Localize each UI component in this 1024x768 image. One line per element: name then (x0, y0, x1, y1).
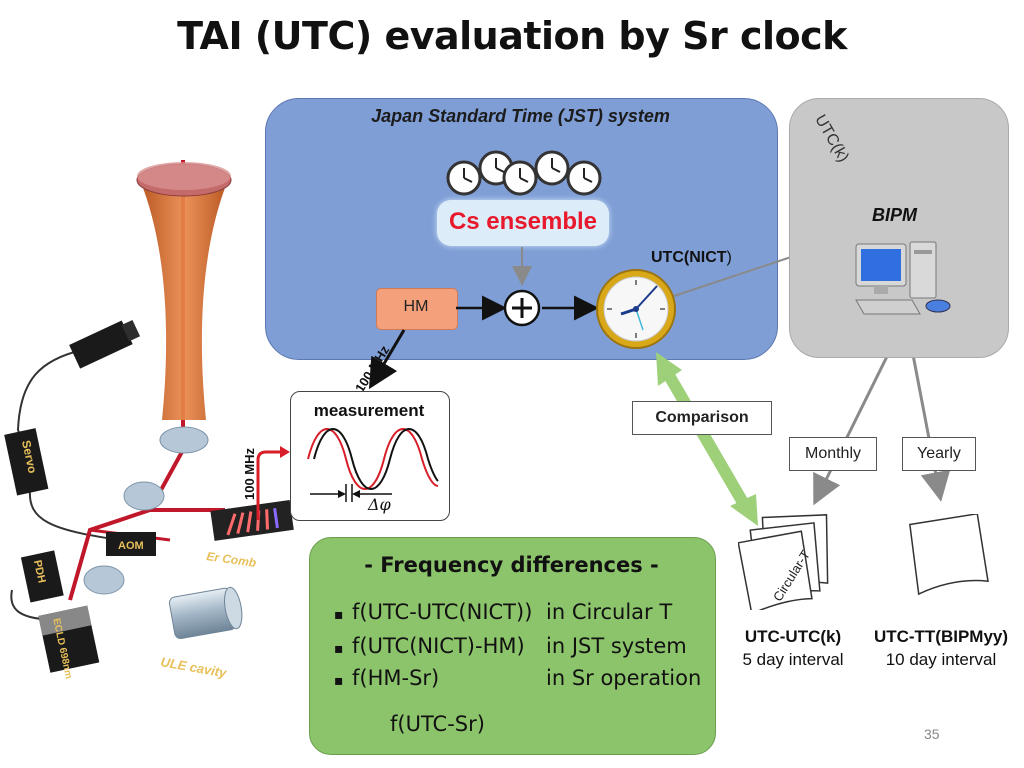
report-left-interval: 5 day interval (742, 650, 844, 669)
utc-nict-label-paren: ) (726, 249, 732, 266)
aom-label: AOM (118, 540, 144, 552)
slide-title: TAI (UTC) evaluation by Sr clock (177, 14, 847, 58)
frequency-differences-panel (309, 537, 716, 755)
computer-icon (855, 241, 951, 315)
row-bullet: ▪ (334, 641, 344, 657)
monthly-label: Monthly (789, 437, 877, 471)
row-location: in Circular T (546, 600, 673, 624)
servo-label: Servo (19, 439, 40, 475)
report-left-title: UTC-UTC(k) (744, 627, 842, 646)
row-bullet: ▪ (334, 673, 344, 689)
phase-waves-plot (307, 428, 439, 502)
row-expression: f(UTC-UTC(NICT)) (352, 600, 533, 624)
comparison-label: Comparison (632, 401, 772, 435)
apparatus-illustration: Servo AOM PDH ECLD 698nm Er Comb ULE cav… (4, 160, 294, 681)
row-expression: f(UTC(NICT)-HM) (352, 634, 525, 658)
page-number: 35 (924, 726, 940, 742)
cs-clocks-icon (446, 150, 602, 196)
row-bullet: ▪ (334, 607, 344, 623)
frequency-row: ▪ f(UTC-UTC(NICT)) in Circular T (334, 600, 672, 624)
pdh-label: PDH (31, 559, 48, 584)
yearly-document-icon (909, 514, 989, 596)
report-right-title: UTC-TT(BIPMyy) (873, 627, 1009, 646)
cs-ensemble-label: Cs ensemble (448, 208, 598, 235)
measurement-label: measurement (313, 401, 425, 420)
mhz-label-left: 100 MHz (242, 447, 257, 500)
bipm-panel (789, 98, 1009, 358)
hm-box (376, 288, 458, 330)
utc-nict-label-main: UTC(NICT (651, 249, 727, 266)
cs-ensemble-box (437, 200, 609, 246)
frequency-result: f(UTC-Sr) (390, 712, 485, 736)
utc-nict-label: UTC(NICT) (651, 249, 732, 267)
jst-system-title: Japan Standard Time (JST) system (371, 106, 670, 126)
frequency-differences-title: - Frequency differences - (364, 553, 659, 577)
measurement-box (290, 391, 450, 521)
bipm-label: BIPM (872, 205, 917, 225)
frequency-row: ▪ f(HM-Sr) in Sr operation (334, 666, 701, 690)
circular-t-documents-icon (738, 514, 829, 610)
utc-nict-clock-icon (596, 269, 676, 349)
row-expression: f(HM-Sr) (352, 666, 440, 690)
yearly-label: Yearly (902, 437, 976, 471)
er-comb-label: Er Comb (206, 549, 257, 570)
hm-label: HM (403, 298, 429, 315)
row-location: in Sr operation (546, 666, 702, 690)
report-right-interval: 10 day interval (885, 650, 997, 669)
row-location: in JST system (546, 634, 687, 658)
frequency-row: ▪ f(UTC(NICT)-HM) in JST system (334, 634, 687, 658)
delta-phi-label: Δφ (368, 495, 391, 514)
